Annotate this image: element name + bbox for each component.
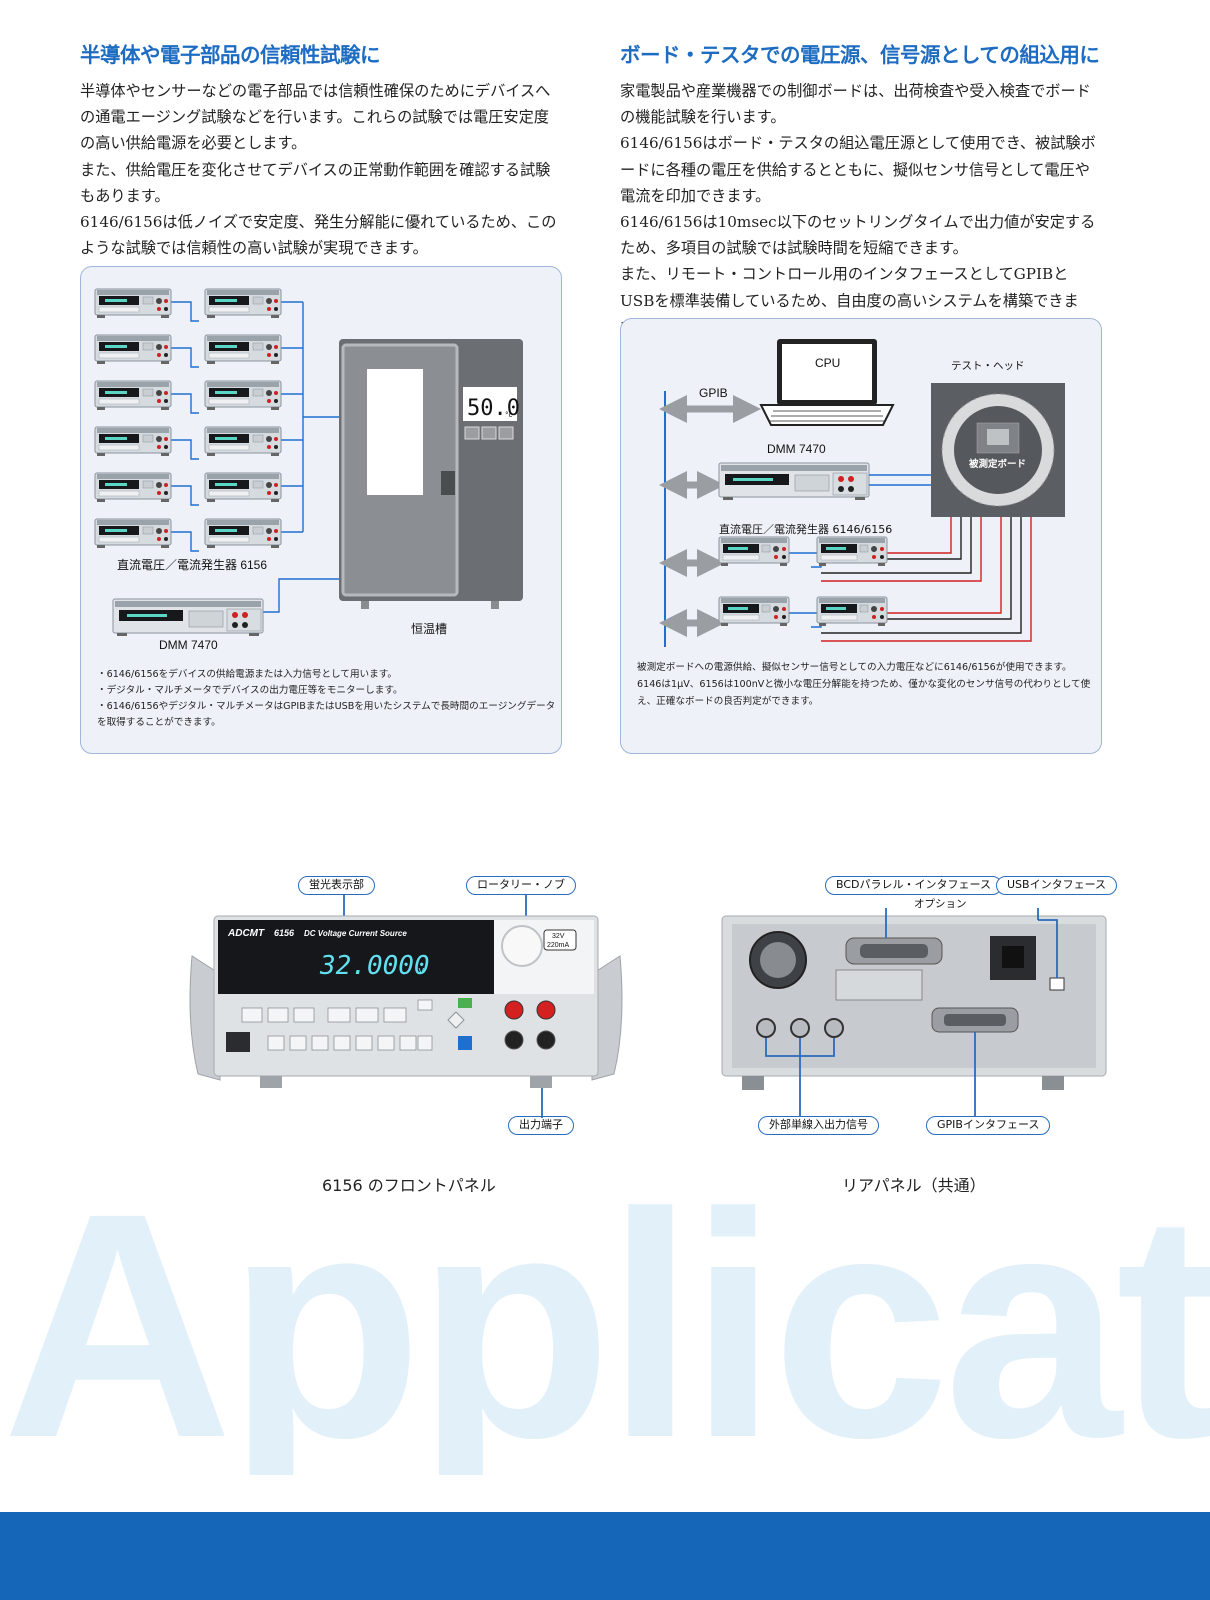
front-panel-illustration: ADCMT 6156 DC Voltage Current Source 32.…: [189, 894, 623, 1118]
callout-bcd-interface: BCDパラレル・インタフェース: [825, 876, 1002, 895]
left-paragraph: また、供給電圧を変化させてデバイスの正常動作範囲を確認する試験もあります。: [80, 160, 551, 205]
note-item: ・デジタル・マルチメータでデバイスの出力電圧等をモニターします。: [97, 685, 403, 696]
left-paragraph: 6146/6156は低ノイズで安定度、発生分解能に優れているため、このような試験…: [80, 213, 557, 258]
source-label: 直流電圧／電流発生器 6146/6156: [719, 522, 892, 536]
callout-usb-interface: USBインタフェース: [996, 876, 1118, 895]
chamber-label: 恒温槽: [411, 622, 447, 636]
note-item: 6146は1μV、6156は100nVと微小な電圧分解能を持つため、僅かな変化の…: [637, 679, 1091, 707]
dmm-label: DMM 7470: [767, 442, 826, 456]
front-panel-caption: 6156 のフロントパネル: [322, 1176, 496, 1195]
gpib-label: GPIB: [699, 386, 728, 400]
chamber-temperature-unit: °c: [505, 411, 513, 419]
right-paragraph: 6146/6156は10msec以下のセットリングタイムで出力値が安定するため、…: [620, 213, 1096, 258]
brand-logo: ADCMT: [227, 928, 265, 939]
range-badge-bottom: 220mA: [547, 942, 570, 949]
right-notes: 被測定ボードへの電源供給、擬似センサー信号としての入力電圧などに6146/615…: [637, 659, 1093, 710]
bus-arrows: [659, 395, 761, 637]
callout-leader: [1038, 919, 1058, 978]
left-heading: 半導体や電子部品の信頼性試験に: [80, 43, 381, 67]
front-panel-buttons: [241, 999, 433, 1051]
dmm-7470-instrument: [112, 598, 264, 636]
dmm-label: DMM 7470: [159, 638, 218, 652]
callout-trigger-io: 外部単線入出力信号: [758, 1116, 879, 1135]
range-badge-top: 32V: [552, 933, 565, 940]
footer-band: [0, 1512, 1210, 1600]
callout-leader: [765, 1038, 835, 1116]
right-paragraph: 6146/6156はボード・テスタの組込電圧源として使用でき、被試験ボードに各種…: [620, 134, 1096, 205]
test-head: [931, 383, 1065, 517]
reliability-diagram-svg: 直流電圧／電流発生器 6156 DMM 7470: [94, 288, 523, 652]
cpu-laptop: [759, 339, 895, 426]
board-tester-diagram: GPIB CPU テスト・ヘッド: [620, 318, 1102, 754]
note-item: ・6146/6156やデジタル・マルチメータはGPIBまたはUSBを用いたシステ…: [97, 701, 556, 728]
reliability-test-diagram: 直流電圧／電流発生器 6156 DMM 7470: [80, 266, 562, 754]
rear-panel-caption: リアパネル（共通）: [842, 1176, 986, 1195]
callout-gpib-interface: GPIBインタフェース: [926, 1116, 1051, 1135]
note-item: ・6146/6156をデバイスの供給電源または入力信号として用います。: [97, 669, 397, 680]
right-heading: ボード・テスタでの電圧源、信号源としての組込用に: [620, 43, 1100, 67]
right-body: 家電製品や産業機器での制御ボードは、出荷検査や受入検査でボードの機能試験を行いま…: [620, 78, 1102, 340]
note-item: 被測定ボードへの電源供給、擬似センサー信号としての入力電圧などに6146/615…: [637, 662, 1072, 673]
cpu-label: CPU: [815, 356, 840, 370]
model-number: 6156: [274, 928, 295, 938]
right-paragraph: 家電製品や産業機器での制御ボードは、出荷検査や受入検査でボードの機能試験を行いま…: [620, 82, 1091, 127]
callout-rotary-knob: ロータリー・ノブ: [466, 876, 576, 895]
applications-watermark: Applicat: [2, 1175, 1210, 1475]
wiring-lines: [171, 301, 339, 613]
left-paragraph: 半導体やセンサーなどの電子部品では信頼性確保のためにデバイスへの通電エージング試…: [80, 82, 551, 153]
source-label: 直流電圧／電流発生器 6156: [117, 558, 267, 572]
board-tester-diagram-svg: GPIB CPU テスト・ヘッド: [659, 339, 1065, 647]
rear-panel-illustration: [721, 908, 1107, 1116]
left-notes: ・6146/6156をデバイスの供給電源または入力信号として用います。 ・デジタ…: [97, 667, 557, 731]
board-label: 被測定ボード: [969, 458, 1026, 470]
temperature-chamber: 50.0 °c: [339, 339, 523, 609]
callout-output-terminals: 出力端子: [508, 1116, 574, 1135]
test-head-wires: [787, 474, 1032, 642]
dmm-7470-instrument: [718, 462, 870, 500]
vfd-readout: 32.0000: [319, 951, 430, 981]
right-paragraph: また、リモート・コントロール用のインタフェースとしてGPIBとUSBを標準装備し…: [620, 265, 1079, 335]
left-body: 半導体やセンサーなどの電子部品では信頼性確保のためにデバイスへの通電エージング試…: [80, 78, 562, 261]
test-head-label: テスト・ヘッド: [951, 360, 1025, 372]
product-name: DC Voltage Current Source: [304, 929, 407, 938]
chamber-temperature-display: 50.0: [467, 396, 520, 421]
vfd-unit: v: [418, 964, 425, 977]
callout-display: 蛍光表示部: [298, 876, 375, 895]
bcd-option-note: オプション: [914, 898, 967, 910]
